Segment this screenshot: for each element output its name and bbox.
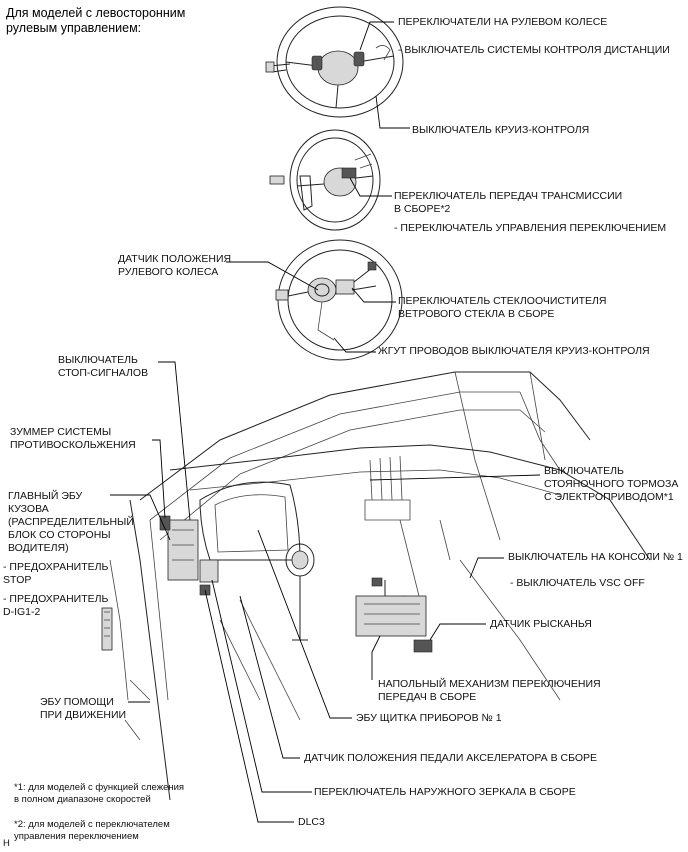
footnote-1: *1: для моделей с функцией слежения в по… (14, 782, 185, 805)
page-title: Для моделей с левосторонним рулевым упра… (6, 6, 186, 35)
label-console-switch: ВЫКЛЮЧАТЕЛЬ НА КОНСОЛИ № 1 (508, 551, 683, 563)
footnote-2: *2: для моделей с переключателем управле… (14, 819, 170, 842)
label-cruise-harness: ЖГУТ ПРОВОДОВ ВЫКЛЮЧАТЕЛЯ КРУИЗ-КОНТРОЛЯ (378, 345, 650, 357)
steering-wheel-3-illustration (275, 239, 403, 361)
label-stop-lamp-switch: ВЫКЛЮЧАТЕЛЬ СТОП-СИГНАЛОВ (58, 354, 149, 379)
dashboard-illustration (101, 371, 651, 801)
label-main-body-ecu: ГЛАВНЫЙ ЭБУ КУЗОВА (РАСПРЕДЕЛИТЕЛЬНЫЙ БЛ… (8, 490, 134, 554)
label-skid-buzzer: ЗУММЕР СИСТЕМЫ ПРОТИВОСКОЛЬЖЕНИЯ (10, 426, 136, 451)
label-wiper-switch: ПЕРЕКЛЮЧАТЕЛЬ СТЕКЛООЧИСТИТЕЛЯ ВЕТРОВОГО… (398, 295, 607, 320)
leader-lines (110, 21, 541, 823)
label-fuse-dig: - ПРЕДОХРАНИТЕЛЬ D-IG1-2 (3, 593, 109, 618)
label-driving-support-ecu: ЭБУ ПОМОЩИ ПРИ ДВИЖЕНИИ (40, 696, 127, 721)
label-cruise-control-switch: ВЫКЛЮЧАТЕЛЬ КРУИЗ-КОНТРОЛЯ (412, 124, 590, 136)
corner-mark: H (3, 838, 10, 849)
label-dlc3: DLC3 (298, 816, 325, 828)
label-floor-shift: НАПОЛЬНЫЙ МЕХАНИЗМ ПЕРЕКЛЮЧЕНИЯ ПЕРЕДАЧ … (378, 678, 601, 703)
label-transmission-shift-switch: ПЕРЕКЛЮЧАТЕЛЬ ПЕРЕДАЧ ТРАНСМИССИИ В СБОР… (394, 190, 623, 215)
label-outer-mirror-switch: ПЕРЕКЛЮЧАТЕЛЬ НАРУЖНОГО ЗЕРКАЛА В СБОРЕ (314, 786, 576, 798)
label-shift-control-switch: - ПЕРЕКЛЮЧАТЕЛЬ УПРАВЛЕНИЯ ПЕРЕКЛЮЧЕНИЕМ (394, 222, 667, 234)
label-accel-pedal-sensor: ДАТЧИК ПОЛОЖЕНИЯ ПЕДАЛИ АКСЕЛЕРАТОРА В С… (304, 752, 598, 764)
label-meter-ecu: ЭБУ ЩИТКА ПРИБОРОВ № 1 (356, 712, 502, 724)
label-steering-angle-sensor: ДАТЧИК ПОЛОЖЕНИЯ РУЛЕВОГО КОЛЕСА (118, 253, 232, 278)
steering-wheel-2-illustration (269, 129, 381, 231)
label-vsc-off-switch: - ВЫКЛЮЧАТЕЛЬ VSC OFF (510, 577, 645, 589)
label-distance-control-switch: - ВЫКЛЮЧАТЕЛЬ СИСТЕМЫ КОНТРОЛЯ ДИСТАНЦИИ (398, 44, 670, 56)
steering-wheel-1-illustration (265, 6, 404, 118)
label-yaw-rate-sensor: ДАТЧИК РЫСКАНЬЯ (490, 618, 592, 630)
label-steering-switches: ПЕРЕКЛЮЧАТЕЛИ НА РУЛЕВОМ КОЛЕСЕ (398, 16, 608, 28)
label-fuse-stop: - ПРЕДОХРАНИТЕЛЬ STOP (3, 561, 109, 586)
label-parking-brake-switch: ВЫКЛЮЧАТЕЛЬ СТОЯНОЧНОГО ТОРМОЗА С ЭЛЕКТР… (544, 465, 679, 503)
